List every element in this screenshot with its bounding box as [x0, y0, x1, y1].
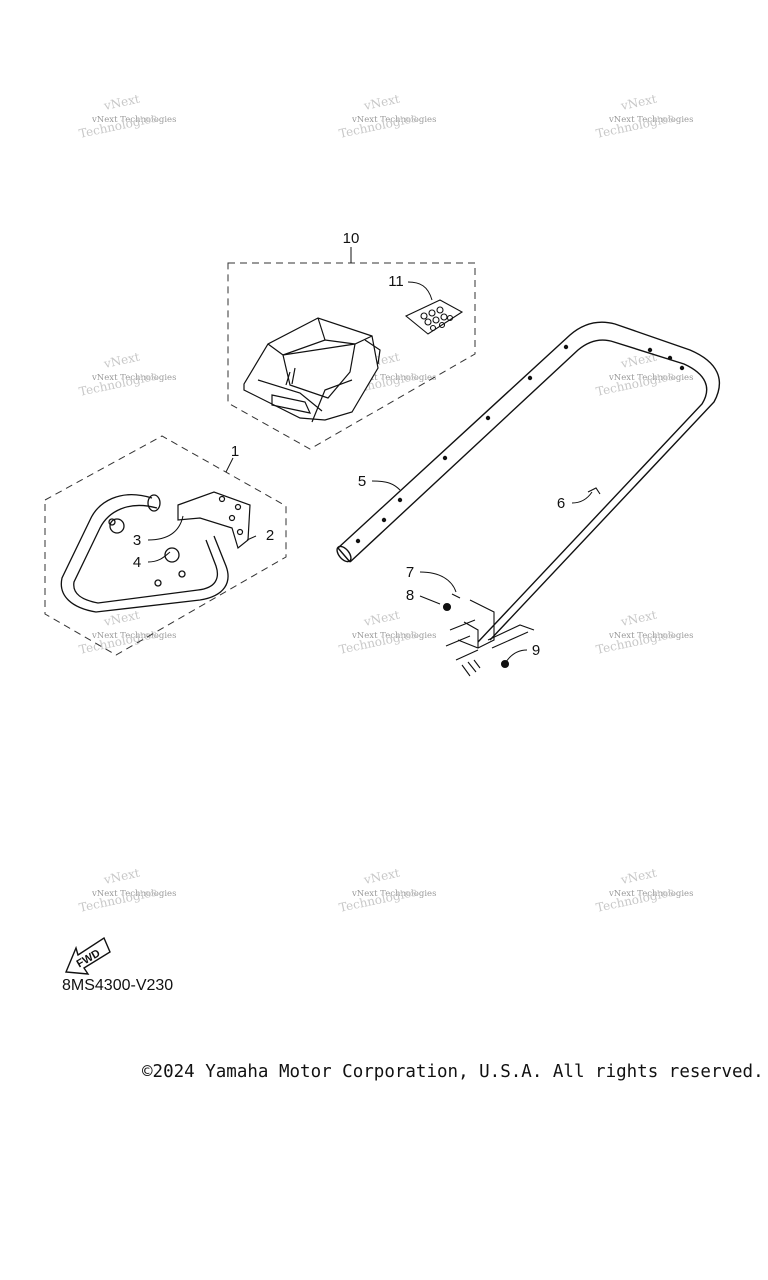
fwd-label: FWD: [75, 947, 103, 970]
svg-text:vNext Technologies: vNext Technologies: [351, 631, 436, 641]
rail-handle: [336, 321, 721, 643]
svg-text:vNext: vNext: [362, 608, 401, 629]
svg-text:vNext Technologies: vNext Technologies: [608, 889, 693, 899]
svg-text:vNext Technologies: vNext Technologies: [608, 115, 693, 125]
callout-8: 8: [406, 587, 414, 604]
svg-text:vNext: vNext: [102, 866, 141, 887]
storage-tray: [243, 317, 381, 423]
copyright-notice: ©2024 Yamaha Motor Corporation, U.S.A. A…: [142, 1062, 764, 1082]
group-10-boundary: [227, 262, 476, 450]
svg-text:vNext Technologies: vNext Technologies: [608, 631, 693, 641]
fwd-arrow-icon: FWD: [64, 936, 111, 975]
guard-bracket: [177, 491, 251, 550]
watermark: vNext vNext Technologies Technologies: [338, 608, 437, 657]
callout-1: 1: [231, 443, 239, 460]
group-1-boundary: [44, 435, 287, 656]
svg-text:vNext Technologies: vNext Technologies: [351, 889, 436, 899]
svg-text:vNext: vNext: [102, 92, 141, 113]
callout-11: 11: [388, 273, 404, 290]
svg-text:vNext: vNext: [362, 92, 401, 113]
watermark: vNext vNext Technologies Technologies: [595, 350, 694, 399]
callout-7: 7: [406, 564, 414, 581]
watermark: vNext vNext Technologies Technologies: [595, 866, 694, 915]
svg-text:vNext Technologies: vNext Technologies: [608, 373, 693, 383]
svg-text:vNext Technologies: vNext Technologies: [91, 631, 176, 641]
svg-text:vNext: vNext: [102, 350, 141, 371]
watermark: vNext vNext Technologies Technologies: [78, 92, 177, 141]
svg-text:vNext: vNext: [619, 350, 658, 371]
svg-text:vNext Technologies: vNext Technologies: [91, 889, 176, 899]
svg-text:vNext: vNext: [619, 866, 658, 887]
fastener-kit: [404, 299, 464, 335]
diagram-code: 8MS4300-V230: [62, 977, 174, 994]
svg-text:vNext Technologies: vNext Technologies: [91, 373, 176, 383]
watermark: vNext vNext Technologies Technologies: [78, 350, 177, 399]
callout-5: 5: [358, 473, 366, 490]
watermark: vNext vNext Technologies Technologies: [595, 92, 694, 141]
svg-text:vNext Technologies: vNext Technologies: [351, 373, 436, 383]
group-1-guard: 1 2 3 4: [44, 435, 287, 656]
callout-4: 4: [133, 554, 141, 571]
callout-2: 2: [266, 527, 274, 544]
group-10-box: 10 11: [227, 230, 476, 450]
watermark: vNext vNext Technologies Technologies: [595, 608, 694, 657]
watermark: vNext vNext Technologies Technologies: [78, 866, 177, 915]
callout-3: 3: [133, 532, 141, 549]
svg-text:vNext Technologies: vNext Technologies: [351, 115, 436, 125]
guard-bar: [60, 494, 229, 613]
callout-9: 9: [532, 642, 540, 659]
svg-text:vNext: vNext: [619, 92, 658, 113]
callout-6: 6: [557, 495, 565, 512]
watermark: vNext vNext Technologies Technologies: [338, 92, 437, 141]
svg-text:vNext: vNext: [619, 608, 658, 629]
rail-leaders: [371, 480, 593, 663]
watermark-grid: vNext vNext Technologies Technologies vN…: [78, 92, 694, 915]
watermark: vNext vNext Technologies Technologies: [78, 608, 177, 657]
rail-mount: [442, 593, 535, 677]
callout-10: 10: [343, 230, 360, 247]
svg-text:vNext: vNext: [362, 866, 401, 887]
svg-text:vNext Technologies: vNext Technologies: [91, 115, 176, 125]
watermark: vNext vNext Technologies Technologies: [338, 866, 437, 915]
clip: [587, 487, 601, 495]
